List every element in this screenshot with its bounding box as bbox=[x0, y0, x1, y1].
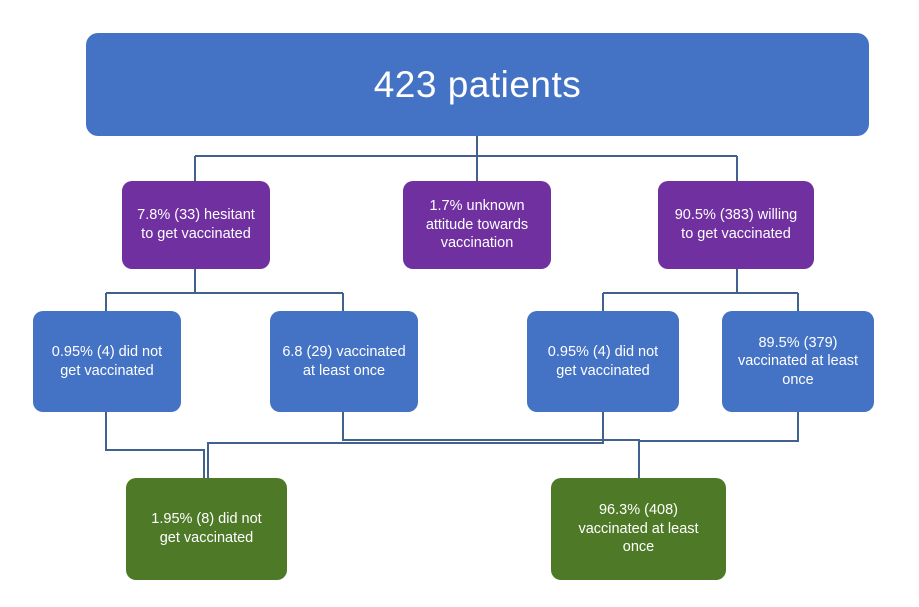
edge-hesitant-vacc-to-total-vacc bbox=[341, 412, 641, 478]
node-willing-vaccinated-label: 89.5% (379) vaccinated at least once bbox=[737, 334, 859, 388]
node-willing-not-vaccinated[interactable]: 0.95% (4) did not get vaccinated bbox=[527, 311, 679, 412]
edge-hesitant-not-vacc-to-total-not-vacc bbox=[104, 412, 206, 478]
node-root-total-patients[interactable]: 423 patients bbox=[86, 33, 869, 136]
node-total-vaccinated-label: 96.3% (408) vaccinated at least once bbox=[578, 502, 699, 556]
node-willing[interactable]: 90.5% (383) willing to get vaccinated bbox=[658, 181, 814, 269]
node-willing-not-vaccinated-label: 0.95% (4) did not get vaccinated bbox=[547, 343, 659, 379]
node-hesitant[interactable]: 7.8% (33) hesitant to get vaccinated bbox=[122, 181, 270, 269]
node-hesitant-vaccinated[interactable]: 6.8 (29) vaccinated at least once bbox=[270, 311, 418, 412]
node-hesitant-not-vaccinated-label: 0.95% (4) did not get vaccinated bbox=[51, 343, 163, 379]
node-root-label: 423 patients bbox=[373, 63, 582, 105]
node-hesitant-label: 7.8% (33) hesitant to get vaccinated bbox=[137, 207, 255, 242]
node-total-vaccinated[interactable]: 96.3% (408) vaccinated at least once bbox=[551, 478, 726, 580]
node-willing-label: 90.5% (383) willing to get vaccinated bbox=[674, 207, 798, 242]
edge-willing-not-vacc-to-total-not-vacc bbox=[206, 412, 605, 478]
node-total-not-vaccinated[interactable]: 1.95% (8) did not get vaccinated bbox=[126, 478, 287, 580]
node-unknown-attitude-label: 1.7% unknown attitude towards vaccinatio… bbox=[425, 198, 529, 252]
node-willing-vaccinated[interactable]: 89.5% (379) vaccinated at least once bbox=[722, 311, 874, 412]
node-hesitant-not-vaccinated[interactable]: 0.95% (4) did not get vaccinated bbox=[33, 311, 181, 412]
node-total-not-vaccinated-label: 1.95% (8) did not get vaccinated bbox=[151, 511, 262, 546]
edge-willing-vacc-to-total-vacc bbox=[639, 412, 800, 443]
node-unknown-attitude[interactable]: 1.7% unknown attitude towards vaccinatio… bbox=[403, 181, 551, 269]
node-hesitant-vaccinated-label: 6.8 (29) vaccinated at least once bbox=[282, 343, 406, 379]
